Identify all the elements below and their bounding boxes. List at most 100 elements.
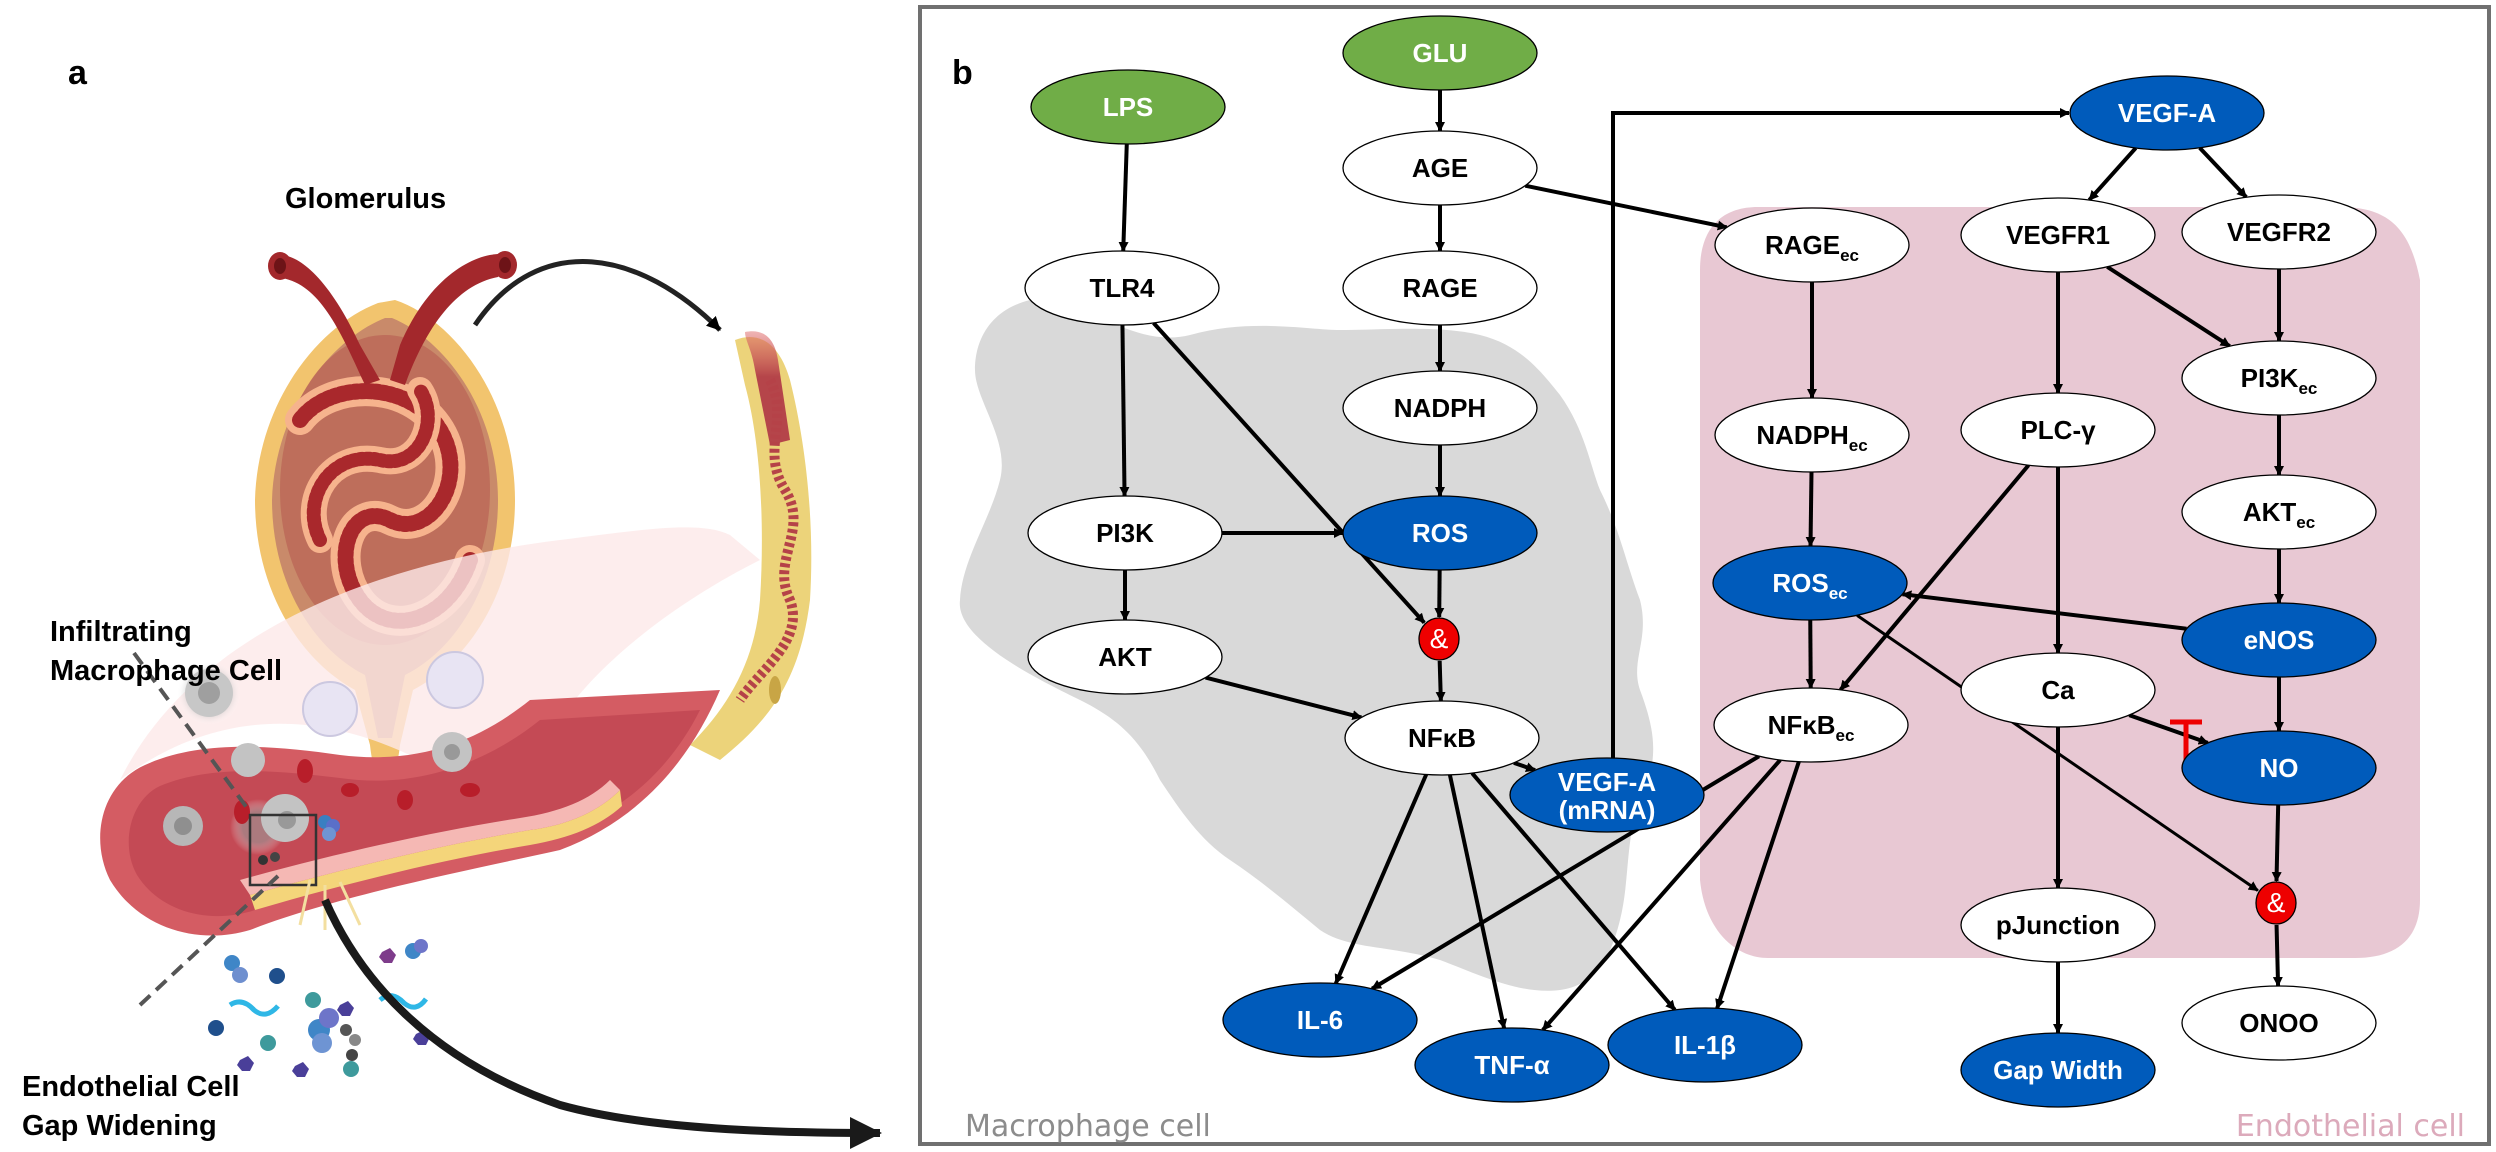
tubule-illustration bbox=[690, 331, 812, 760]
node-nadph-ec: NADPHec bbox=[1714, 397, 1910, 473]
node-label: PI3K bbox=[1096, 518, 1154, 548]
endothelial-region-label: Endothelial cell bbox=[2236, 1109, 2465, 1144]
node-and1: & bbox=[1418, 617, 1460, 661]
node-label: AKTec bbox=[2243, 497, 2315, 532]
node-il6: IL-6 bbox=[1222, 982, 1418, 1058]
node-shape bbox=[1342, 130, 1538, 206]
node-label: VEGF-A bbox=[2118, 98, 2216, 128]
gap-highlight-box bbox=[248, 813, 318, 887]
node-shape bbox=[2181, 985, 2377, 1061]
gap-label-line1: Endothelial Cell bbox=[22, 1071, 240, 1103]
node-shape bbox=[1342, 250, 1538, 326]
node-lps: LPS bbox=[1030, 69, 1226, 145]
gap-label-line2: Gap Widening bbox=[22, 1110, 217, 1142]
node-label: ROS bbox=[1412, 518, 1468, 548]
edge-ca-to-no bbox=[2128, 713, 2209, 745]
node-shape bbox=[1509, 757, 1705, 833]
node-label: NFκBec bbox=[1768, 710, 1855, 745]
node-ros: ROS bbox=[1342, 495, 1538, 571]
node-shape bbox=[1024, 250, 1220, 326]
macrophage-label-line2: Macrophage Cell bbox=[50, 655, 282, 687]
node-shape bbox=[1960, 197, 2156, 273]
node-label: AGE bbox=[1412, 153, 1468, 183]
node-tlr4: TLR4 bbox=[1024, 250, 1220, 326]
node-shape bbox=[1344, 700, 1540, 776]
macrophage-region-label: Macrophage cell bbox=[965, 1109, 1211, 1144]
node-vegfr1: VEGFR1 bbox=[1960, 197, 2156, 273]
gap-pointer-line bbox=[138, 874, 280, 1007]
node-shape bbox=[1414, 1027, 1610, 1103]
node-shape bbox=[1418, 617, 1460, 661]
panel-a-letter: a bbox=[68, 54, 88, 92]
node-pi3k: PI3K bbox=[1027, 495, 1223, 571]
edge-vegfa_mrna-to-vegfa bbox=[1611, 108, 2070, 760]
panel-b-letter: b bbox=[952, 54, 973, 92]
node-label: pJunction bbox=[1996, 910, 2120, 940]
edge-nfkb-to-il6 bbox=[1333, 773, 1429, 985]
node-shape bbox=[2069, 75, 2265, 151]
node-shape bbox=[1713, 687, 1909, 763]
node-label: IL-1β bbox=[1674, 1030, 1736, 1060]
macrophage-pointer-line bbox=[132, 651, 252, 814]
node-label: IL-6 bbox=[1297, 1005, 1343, 1035]
immune-cells bbox=[177, 651, 484, 772]
node-shape bbox=[2181, 194, 2377, 270]
node-tnfa: TNF-α bbox=[1414, 1027, 1610, 1103]
node-label: RAGEec bbox=[1765, 230, 1859, 265]
node-label: eNOS bbox=[2244, 625, 2315, 655]
node-label: & bbox=[2267, 887, 2286, 918]
node-shape bbox=[1027, 619, 1223, 695]
node-vegfa-mrna: VEGF-A(mRNA) bbox=[1509, 757, 1705, 833]
node-shape bbox=[1714, 397, 1910, 473]
macrophage-region bbox=[959, 297, 1654, 991]
node-label: GLU bbox=[1413, 38, 1468, 68]
edge-vegfa-to-vegfr1 bbox=[2087, 146, 2138, 202]
glomerulus-label: Glomerulus bbox=[285, 183, 446, 215]
node-shape bbox=[2181, 474, 2377, 550]
edge-nadph_ec-to-ros_ec bbox=[1805, 471, 1816, 548]
node-shape bbox=[1030, 69, 1226, 145]
node-plcg: PLC-γ bbox=[1960, 392, 2156, 468]
edge-lps-to-tlr4 bbox=[1118, 143, 1129, 253]
node-label: VEGFR2 bbox=[2227, 217, 2331, 247]
node-label: NFκB bbox=[1408, 723, 1476, 753]
panel-b: b LPSGLUAGERAGENADPHROS&NFκBTLR4PI3KAKTV… bbox=[918, 5, 2491, 1146]
node-no: NO bbox=[2181, 730, 2377, 806]
node-label: & bbox=[1430, 623, 1449, 654]
node-label: AKT bbox=[1098, 642, 1152, 672]
zoom-arrow-to-network bbox=[321, 898, 882, 1149]
node-onoo: ONOO bbox=[2181, 985, 2377, 1061]
node-pi3k-ec: PI3Kec bbox=[2181, 340, 2377, 416]
edge-nfkb-to-vegfa_mrna bbox=[1513, 760, 1537, 773]
node-nfkb: NFκB bbox=[1344, 700, 1540, 776]
edge-nfkb_ec-to-il1b bbox=[1715, 761, 1801, 1010]
node-shape bbox=[1714, 207, 1910, 283]
edge-and1-to-nfkb bbox=[1435, 660, 1446, 703]
edge-vegfa-to-vegfr2 bbox=[2198, 146, 2248, 199]
node-shape bbox=[2181, 602, 2377, 678]
node-shape bbox=[2181, 730, 2377, 806]
network-nodes: LPSGLUAGERAGENADPHROS&NFκBTLR4PI3KAKTVEG… bbox=[1024, 15, 2377, 1108]
edge-tlr4-to-and1 bbox=[1152, 321, 1426, 625]
node-label: VEGF-A(mRNA) bbox=[1558, 767, 1656, 825]
macrophage-label-line1: Infiltrating bbox=[50, 616, 192, 648]
edge-no-to-and2 bbox=[2271, 804, 2282, 883]
node-shape bbox=[1712, 545, 1908, 621]
node-label: PI3Kec bbox=[2241, 363, 2318, 398]
node-label: TNF-α bbox=[1474, 1050, 1549, 1080]
edge-vegfr1-to-pi3k_ec bbox=[2106, 265, 2231, 348]
node-nfkb-ec: NFκBec bbox=[1713, 687, 1909, 763]
panel-a: a Glomerulus bbox=[22, 54, 882, 1149]
edge-nfkb-to-tnfa bbox=[1447, 774, 1508, 1030]
node-label: Ca bbox=[2041, 675, 2075, 705]
node-shape bbox=[2255, 881, 2297, 925]
node-gapwidth: Gap Width bbox=[1960, 1032, 2156, 1108]
node-vegfr2: VEGFR2 bbox=[2181, 194, 2377, 270]
node-akt-ec: AKTec bbox=[2181, 474, 2377, 550]
released-cytokines bbox=[208, 879, 430, 1077]
node-label: ONOO bbox=[2239, 1008, 2318, 1038]
node-label: NADPH bbox=[1394, 393, 1486, 423]
node-akt: AKT bbox=[1027, 619, 1223, 695]
node-label: LPS bbox=[1103, 92, 1154, 122]
node-shape bbox=[1342, 495, 1538, 571]
